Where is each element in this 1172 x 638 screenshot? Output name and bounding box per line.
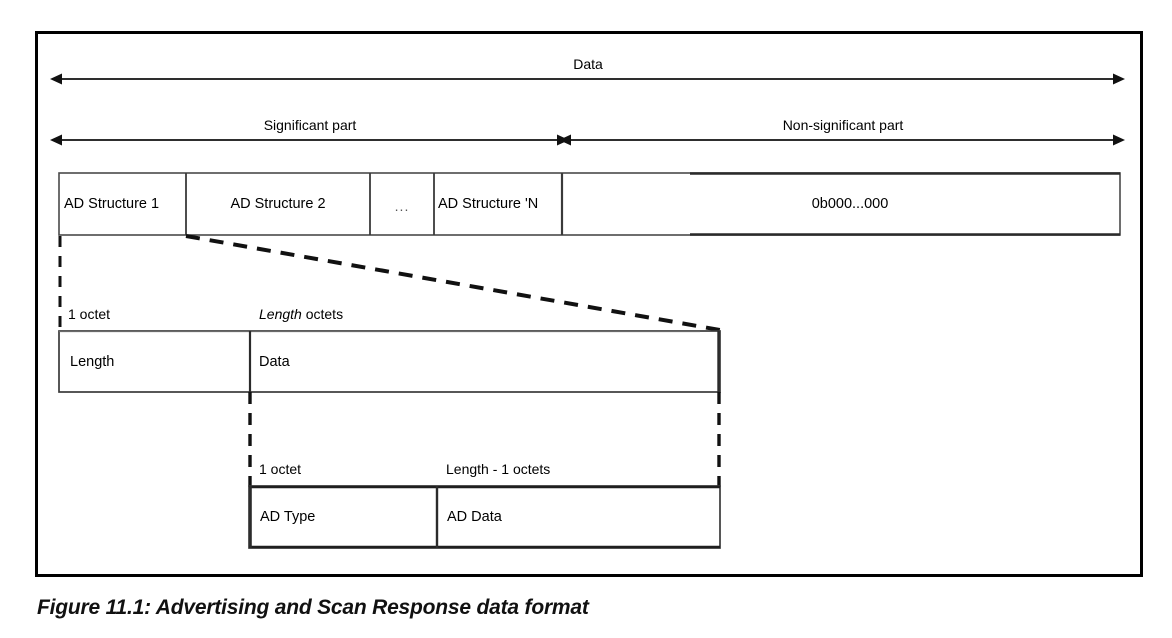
figure-caption: Figure 11.1: Advertising and Scan Respon… (37, 596, 589, 619)
span-label-significant: Significant part (263, 117, 357, 133)
cell-data: Data (259, 354, 290, 370)
size-label-length-octets: Length octets (259, 307, 343, 321)
cell-ad-structure-n: AD Structure 'N (438, 196, 539, 212)
span-label-data: Data (573, 56, 603, 72)
figure-frame (35, 31, 1143, 577)
size-label-1-octet-2: 1 octet (259, 461, 302, 477)
cell-length: Length (70, 354, 115, 370)
size-label-length-em: Length (259, 306, 302, 322)
cell-ad-type: AD Type (260, 509, 316, 525)
span-label-non-significant: Non-significant part (782, 117, 904, 133)
cell-ad-data: AD Data (447, 509, 502, 525)
cell-zero-padding: 0b000...000 (811, 196, 889, 212)
cell-ad-structure-2: AD Structure 2 (230, 196, 326, 212)
size-label-octets-text: octets (301, 306, 344, 322)
size-label-length-minus-1-octets: Length - 1 octets (446, 461, 551, 477)
size-label-1-octet: 1 octet (68, 306, 111, 322)
cell-ad-structure-1: AD Structure 1 (64, 196, 160, 212)
cell-ellipsis: ... (394, 198, 410, 214)
